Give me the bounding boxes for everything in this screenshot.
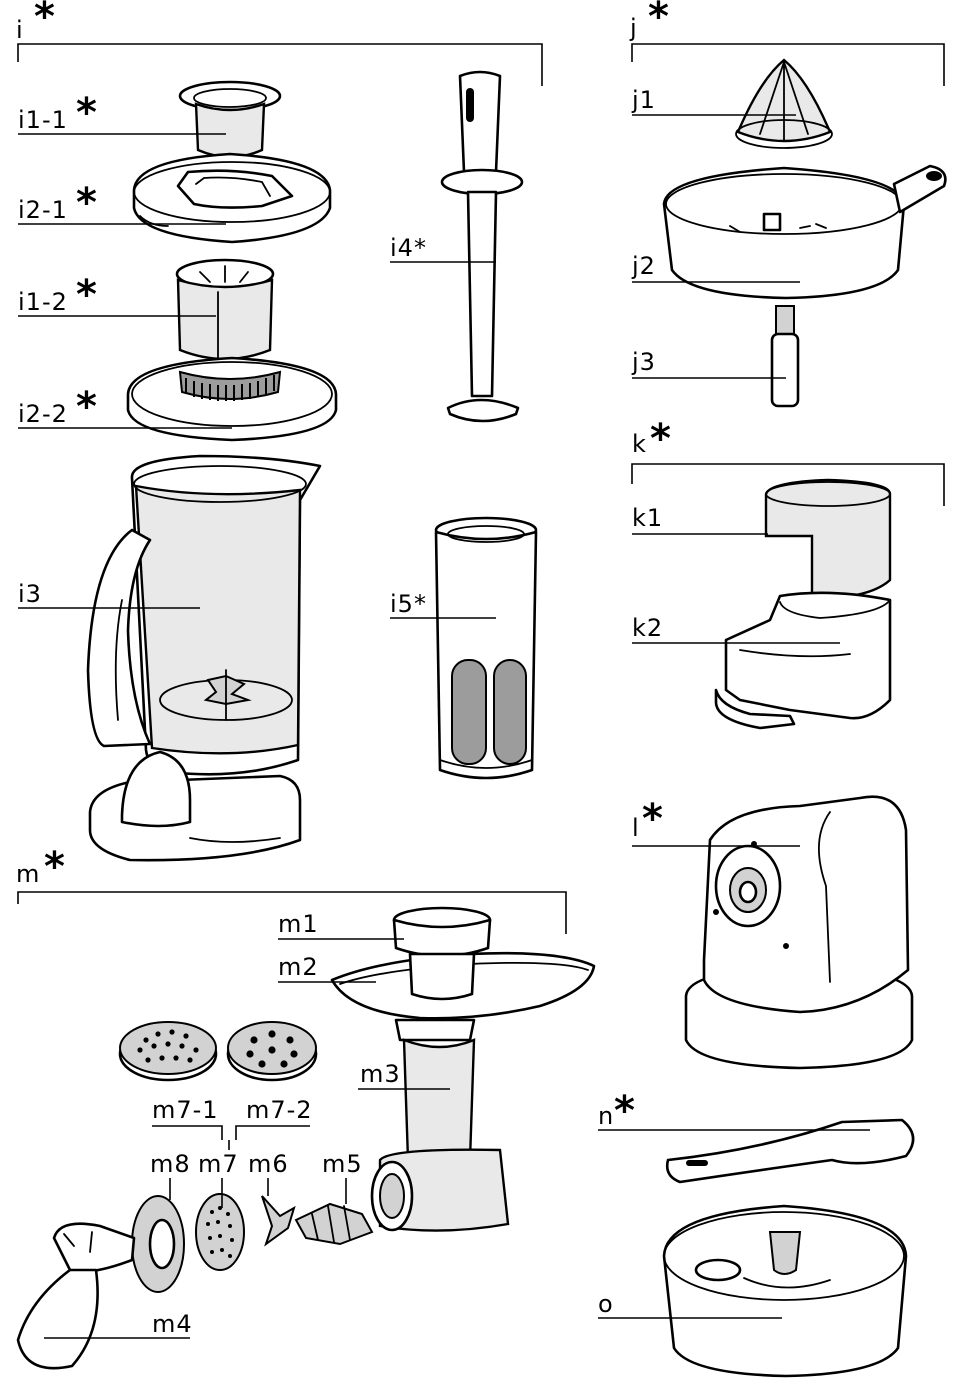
- grinder-body-m3: [370, 1018, 510, 1232]
- bracket-i: [17, 43, 543, 86]
- juicer-cone-j1: [735, 58, 833, 149]
- label-k: k: [632, 430, 647, 458]
- label-k1: k1: [632, 504, 663, 532]
- lid-insert-i1-1: [178, 80, 282, 159]
- star-i: *: [34, 0, 55, 40]
- grinder-ring-m8: [131, 1195, 185, 1293]
- label-o: o: [598, 1290, 614, 1318]
- label-m3: m3: [360, 1060, 401, 1088]
- grinder-pusher-m1: [392, 906, 492, 1001]
- label-m7: m7: [198, 1150, 239, 1178]
- grinder-disc-m7-1: [118, 1021, 218, 1082]
- star-i2-1: *: [76, 180, 97, 226]
- grinder-disc-m7: [195, 1193, 245, 1271]
- bracket-m7: [152, 1125, 310, 1150]
- juicer-bowl-j2: [662, 164, 947, 300]
- lid-i2-1: [132, 152, 332, 244]
- star-i1-2: *: [76, 272, 97, 318]
- star-n: *: [614, 1088, 635, 1134]
- spatula-n: [665, 1118, 915, 1184]
- storage-bowl-o: [662, 1204, 908, 1378]
- label-m6: m6: [248, 1150, 289, 1178]
- grinder-disc-m7-2: [226, 1021, 318, 1082]
- label-m: m: [16, 860, 40, 888]
- label-i: i: [16, 16, 24, 44]
- star-m: *: [44, 844, 65, 890]
- grinder-screw-m5: [294, 1202, 374, 1246]
- star-j: *: [648, 0, 669, 40]
- pusher-i4: [440, 70, 524, 423]
- label-i2-2: i2-2: [18, 400, 68, 428]
- label-k2: k2: [632, 614, 663, 642]
- filter-i5: [434, 516, 538, 780]
- label-i5: i5*: [390, 590, 427, 618]
- dicer-base-k2: [714, 591, 892, 730]
- label-m5: m5: [322, 1150, 363, 1178]
- label-i3: i3: [18, 580, 42, 608]
- label-i1-2: i1-2: [18, 288, 68, 316]
- grinder-knife-m6: [261, 1195, 296, 1247]
- disc-base-i2-2: [126, 356, 338, 442]
- label-i2-1: i2-1: [18, 196, 68, 224]
- star-k: *: [650, 416, 671, 462]
- spindle-j3: [770, 305, 800, 408]
- bracket-k: [631, 463, 945, 506]
- star-i2-2: *: [76, 384, 97, 430]
- label-m4: m4: [152, 1310, 193, 1338]
- label-i1-1: i1-1: [18, 106, 68, 134]
- label-m2: m2: [278, 953, 319, 981]
- dicer-k1: [764, 478, 892, 602]
- star-l: *: [642, 796, 663, 842]
- label-j: j: [629, 14, 638, 42]
- bracket-m: [17, 891, 567, 934]
- blender-jug-i3: [86, 454, 322, 862]
- label-l: l: [632, 814, 640, 842]
- label-m1: m1: [278, 910, 319, 938]
- label-n: n: [598, 1102, 614, 1130]
- filter-insert-i1-2: [175, 258, 275, 361]
- label-j2: j2: [631, 252, 656, 280]
- label-m7-1: m7-1: [152, 1096, 219, 1124]
- labels: i * i1-1 * i2-1 * i1-2 * i2-2 * i3 i4* i…: [16, 0, 671, 1338]
- label-j3: j3: [631, 348, 656, 376]
- star-i1-1: *: [76, 90, 97, 136]
- label-j1: j1: [631, 86, 656, 114]
- label-m8: m8: [150, 1150, 191, 1178]
- label-i4: i4*: [390, 234, 427, 262]
- label-m7-2: m7-2: [246, 1096, 313, 1124]
- spiralizer-l: [684, 795, 914, 1070]
- bracket-j: [631, 43, 945, 86]
- grinder-attachment-m4: [16, 1222, 136, 1370]
- leader-lines: [18, 114, 870, 1339]
